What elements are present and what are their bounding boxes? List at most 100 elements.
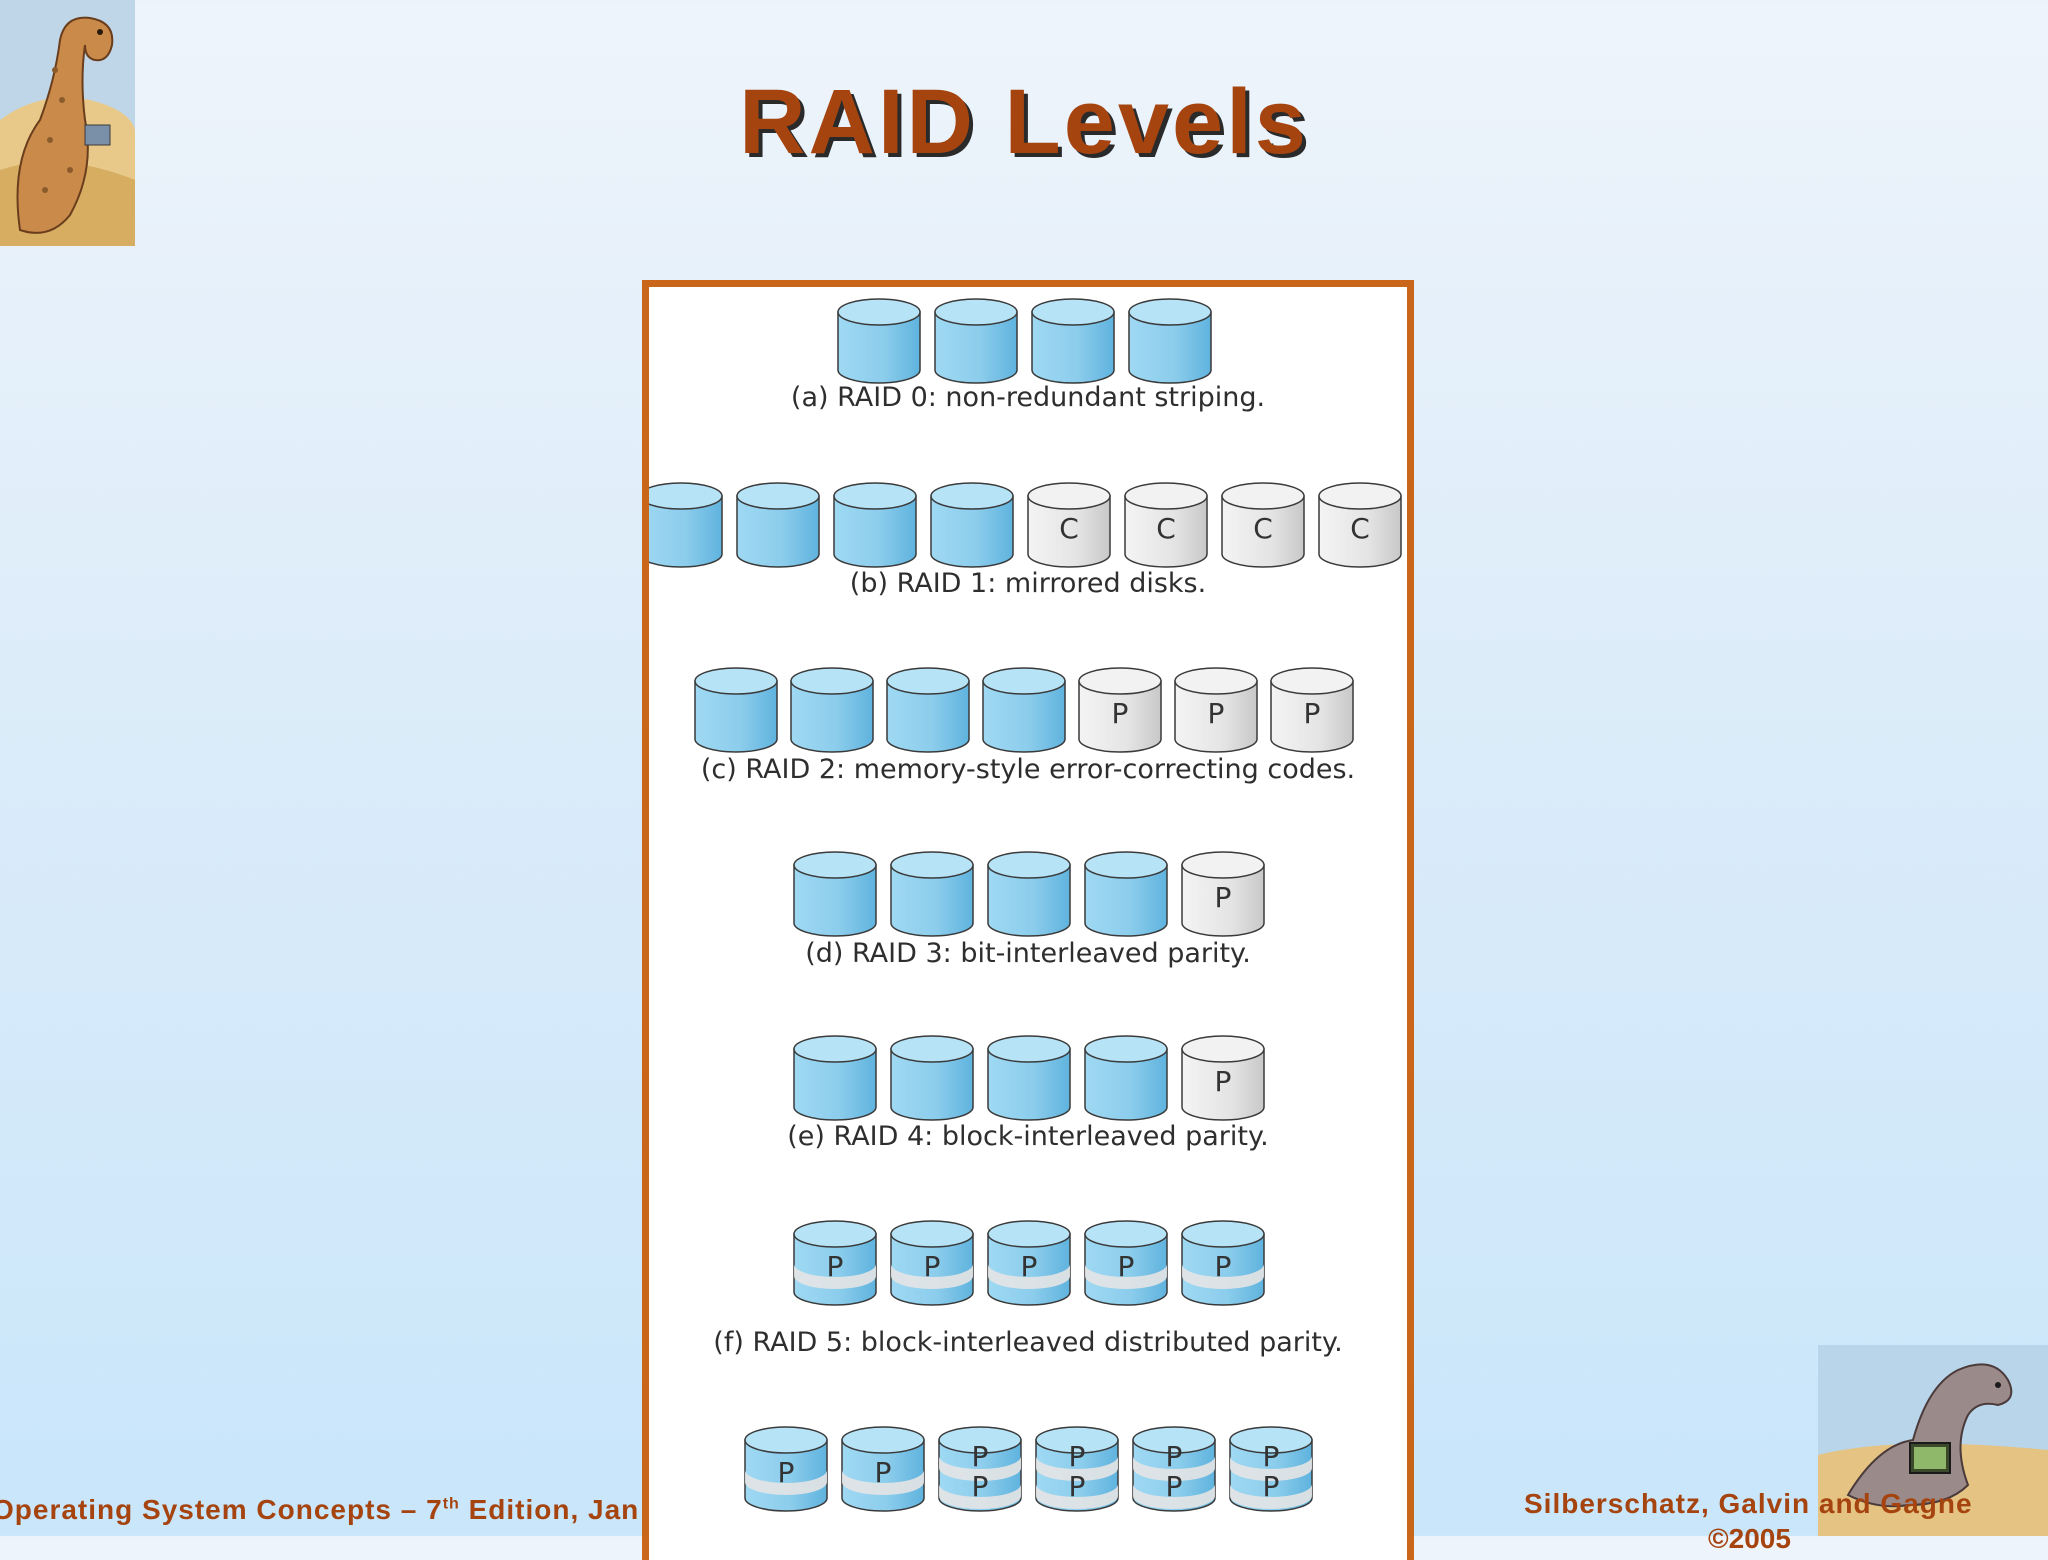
parity-band — [988, 1264, 1070, 1289]
parity-band — [891, 1264, 973, 1289]
disk-top — [1124, 482, 1208, 510]
disk-body — [837, 311, 921, 384]
footer-authors: Silberschatz, Galvin and Gagne — [1524, 1488, 1973, 1519]
disk-body — [1270, 680, 1354, 753]
disk-top — [837, 298, 921, 326]
disk-body — [694, 680, 778, 753]
disk-label: P — [1263, 1440, 1280, 1473]
caption-raid-4: (e) RAID 4: block-interleaved parity. — [787, 1121, 1269, 1152]
disk-copy: C — [1318, 482, 1402, 568]
footer-book: Operating System Concepts – 7 — [0, 1494, 443, 1525]
disk-label: P — [924, 1250, 941, 1283]
disk-label: P — [1263, 1470, 1280, 1503]
disk-top — [1132, 1426, 1216, 1454]
disk-data — [890, 1035, 974, 1121]
disk-body — [1027, 495, 1111, 568]
disk-copy: C — [1221, 482, 1305, 568]
disk-data — [790, 667, 874, 753]
disk-parity: P — [1078, 667, 1162, 753]
disk-top — [1181, 851, 1265, 879]
disk-top — [1084, 1035, 1168, 1063]
parity-band — [1133, 1456, 1215, 1481]
disk-top — [934, 298, 1018, 326]
disk-copy: C — [1027, 482, 1111, 568]
disk-body — [934, 311, 1018, 384]
disk-data — [987, 851, 1071, 937]
disk-label: P — [1021, 1250, 1038, 1283]
disk-body — [1084, 864, 1168, 937]
disk-mixed: P — [890, 1220, 974, 1306]
footer-book-title: Operating System Concepts – 7th Edition,… — [0, 1494, 639, 1526]
disk-data — [793, 1035, 877, 1121]
disk-copy: C — [1124, 482, 1208, 568]
disk-body — [1078, 680, 1162, 753]
disk-data — [793, 851, 877, 937]
parity-band — [1036, 1484, 1118, 1509]
disk-mixed2: PP — [1035, 1426, 1119, 1512]
disk-top — [938, 1426, 1022, 1454]
disk-data — [1084, 851, 1168, 937]
caption-raid-2: (c) RAID 2: memory-style error-correctin… — [700, 754, 1356, 785]
disk-top — [1229, 1426, 1313, 1454]
disk-mixed: P — [744, 1426, 828, 1512]
slide-title: RAID Levels — [739, 71, 1309, 173]
disk-body — [886, 680, 970, 753]
disk-body — [736, 495, 820, 568]
disk-top — [793, 851, 877, 879]
disk-top — [1270, 667, 1354, 695]
disk-top — [841, 1426, 925, 1454]
disk-label: P — [1166, 1470, 1183, 1503]
parity-band — [842, 1470, 924, 1495]
disk-body — [987, 1048, 1071, 1121]
disk-data — [736, 482, 820, 568]
caption-raid-3: (d) RAID 3: bit-interleaved parity. — [805, 938, 1251, 969]
disk-top — [1221, 482, 1305, 510]
footer-edition: Edition, Jan — [459, 1494, 640, 1525]
disk-top — [1174, 667, 1258, 695]
disk-data — [694, 667, 778, 753]
disk-mixed: P — [987, 1220, 1071, 1306]
disk-label: P — [1215, 1065, 1232, 1098]
parity-band — [1036, 1456, 1118, 1481]
disk-top — [793, 1035, 877, 1063]
disk-label: P — [875, 1456, 892, 1489]
disk-data — [890, 851, 974, 937]
disk-body — [790, 680, 874, 753]
parity-band — [939, 1484, 1021, 1509]
disk-top — [930, 482, 1014, 510]
disk-top — [886, 667, 970, 695]
disk-mixed2: PP — [1132, 1426, 1216, 1512]
disk-label: P — [1215, 881, 1232, 914]
dinosaur-logo-bottom-right — [1818, 1345, 2048, 1536]
disk-body — [890, 864, 974, 937]
parity-band — [794, 1264, 876, 1289]
disk-data — [833, 482, 917, 568]
disk-label: P — [1112, 697, 1129, 730]
disk-top — [649, 482, 723, 510]
disk-parity: P — [1270, 667, 1354, 753]
disk-label: P — [1208, 697, 1225, 730]
disk-label: C — [1059, 512, 1079, 545]
disk-data — [1128, 298, 1212, 384]
caption-raid-0: (a) RAID 0: non-redundant striping. — [790, 382, 1266, 413]
disk-top — [890, 1220, 974, 1248]
disk-body — [987, 864, 1071, 937]
disk-body — [833, 495, 917, 568]
disk-top — [1181, 1035, 1265, 1063]
disk-top — [1027, 482, 1111, 510]
disk-data — [837, 298, 921, 384]
disk-top — [890, 1035, 974, 1063]
disk-data — [1031, 298, 1115, 384]
disk-data — [982, 667, 1066, 753]
disk-data — [1084, 1035, 1168, 1121]
disk-mixed: P — [1084, 1220, 1168, 1306]
disk-data — [987, 1035, 1071, 1121]
disk-top — [1128, 298, 1212, 326]
dinosaur-logo-top-left — [0, 0, 135, 246]
disk-top — [1084, 1220, 1168, 1248]
disk-top — [1035, 1426, 1119, 1454]
disk-top — [987, 1035, 1071, 1063]
disk-body — [1318, 495, 1402, 568]
